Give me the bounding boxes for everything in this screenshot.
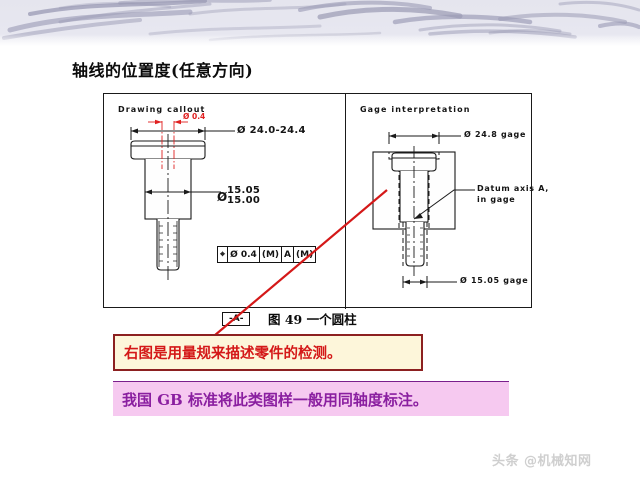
gage-top-diameter: Ø 24.8 gage bbox=[464, 130, 527, 139]
note-box-yellow: 右图是用量规来描述零件的检测。 bbox=[113, 334, 423, 371]
note-box-pink: 我国 GB 标准将此类图样一般用同轴度标注。 bbox=[113, 381, 509, 416]
figure-frame: Drawing callout bbox=[103, 93, 548, 326]
feature-control-frame: ⌖ Ø 0.4 (M) A (M) bbox=[217, 246, 317, 263]
banner-fade bbox=[0, 34, 640, 46]
decorative-header-banner bbox=[0, 0, 640, 46]
datum-axis-leader-line2: in gage bbox=[477, 195, 516, 204]
note-pink-text: 我国 GB 标准将此类图样一般用同轴度标注。 bbox=[122, 390, 428, 409]
datum-feature-symbol: -A- bbox=[222, 312, 251, 326]
figure-caption: 图 49 一个圆柱 bbox=[268, 312, 357, 327]
position-symbol-icon: ⌖ bbox=[218, 247, 229, 262]
note-yellow-text: 右图是用量规来描述零件的检测。 bbox=[124, 345, 342, 362]
fcf-datum-modifier: (M) bbox=[296, 249, 314, 260]
shaft-diameter-symbol: Ø bbox=[217, 190, 228, 204]
top-diameter-dimension: Ø 24.0-24.4 bbox=[237, 125, 306, 136]
drawing-callout-label: Drawing callout bbox=[118, 105, 206, 114]
fcf-datum: A bbox=[282, 247, 294, 262]
gage-interpretation-label: Gage interpretation bbox=[360, 105, 471, 114]
gage-bottom-diameter: Ø 15.05 gage bbox=[460, 276, 529, 285]
page-title: 轴线的位置度(任意方向) bbox=[72, 61, 254, 80]
red-tolerance-label: Ø 0.4 bbox=[183, 112, 206, 121]
datum-axis-leader-line1: Datum axis A, bbox=[477, 184, 550, 193]
drawing-callout-diagram bbox=[130, 119, 235, 282]
watermark: 头条 @机械知网 bbox=[492, 454, 592, 469]
fcf-tolerance: Ø 0.4 bbox=[228, 247, 260, 262]
shaft-diameter-lower: 15.00 bbox=[227, 195, 261, 206]
fcf-tolerance-modifier: (M) bbox=[260, 247, 283, 262]
